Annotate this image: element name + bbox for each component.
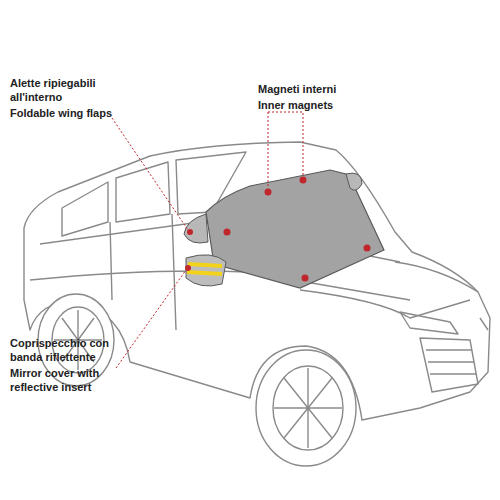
- callout-label: Inner magnets: [258, 98, 418, 112]
- callout-label: Mirror cover with reflective insert: [10, 366, 125, 394]
- callout-label: Coprispecchio con banda riflettente: [10, 336, 125, 364]
- callout-label: Magneti interni: [258, 82, 418, 96]
- callout-label: Alette ripiegabili all'interno: [10, 76, 120, 104]
- callout-label: Foldable wing flaps: [10, 106, 130, 120]
